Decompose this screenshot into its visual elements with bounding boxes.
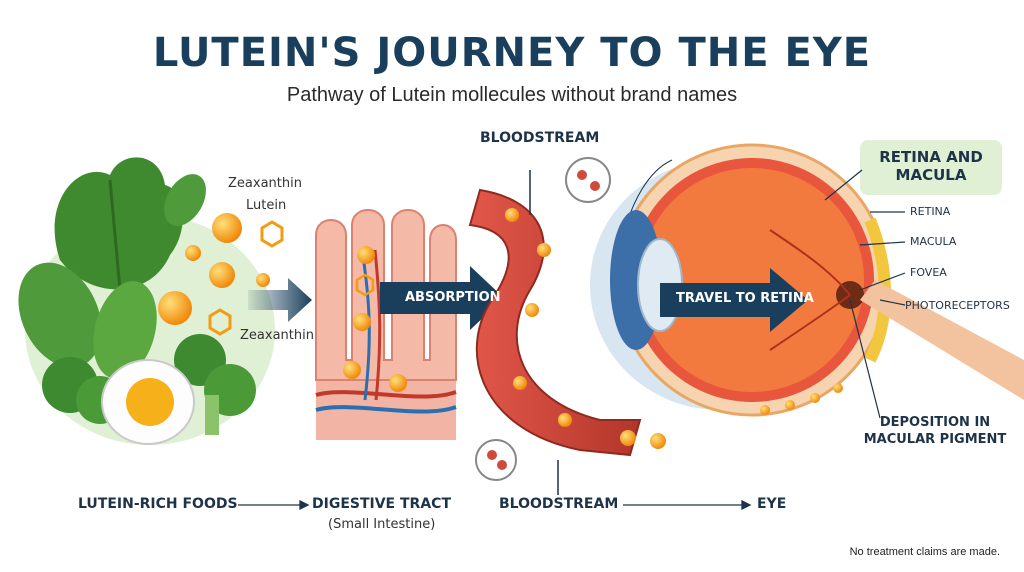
spinach-icon bbox=[18, 174, 206, 379]
flow-arrows bbox=[238, 499, 752, 511]
lutein-rich-foods-illustration bbox=[18, 157, 275, 445]
lutein-molecules bbox=[158, 213, 284, 336]
kale-icon bbox=[54, 157, 183, 291]
retina-macula-box bbox=[860, 140, 1002, 195]
bloodstream-top-label: BLOODSTREAM bbox=[480, 130, 600, 146]
zeaxanthin-label-bottom: Zeaxanthin bbox=[240, 328, 314, 343]
arrow-to-intestine bbox=[248, 278, 312, 322]
flow-foods: LUTEIN-RICH FOODS bbox=[78, 496, 238, 512]
egg-icon bbox=[101, 359, 195, 445]
disclaimer-note: No treatment claims are made. bbox=[849, 546, 1000, 558]
zeaxanthin-label-top: Zeaxanthin bbox=[228, 176, 302, 191]
absorption-arrow bbox=[380, 266, 504, 330]
page-subtitle: Pathway of Lutein mollecules without bra… bbox=[286, 84, 738, 106]
travel-to-retina-label: TRAVEL TO RETINA bbox=[676, 291, 814, 306]
blood-vessel-illustration bbox=[468, 157, 666, 495]
retina-macula-box-title: RETINA AND MACULA bbox=[879, 148, 983, 184]
deposition-label: DEPOSITION IN MACULAR PIGMENT bbox=[863, 415, 1007, 447]
flow-eye: EYE bbox=[757, 496, 787, 512]
page-title: LUTEIN'S JOURNEY TO THE EYE bbox=[152, 30, 872, 76]
intestine-villi-illustration bbox=[315, 209, 457, 440]
retina-label: RETINA bbox=[910, 205, 951, 218]
flow-bloodstream: BLOODSTREAM bbox=[499, 496, 619, 512]
flow-digestive: DIGESTIVE TRACT bbox=[312, 496, 451, 512]
eye-leader-lines bbox=[824, 169, 906, 419]
absorption-label: ABSORPTION bbox=[405, 290, 501, 305]
fovea-label: FOVEA bbox=[910, 266, 947, 279]
macula-label: MACULA bbox=[910, 235, 957, 248]
photoreceptors-label: PHOTORECEPTORS bbox=[905, 299, 1010, 312]
travel-arrow bbox=[660, 268, 808, 332]
lutein-label: Lutein bbox=[246, 198, 287, 213]
flow-digestive-sub: (Small Intestine) bbox=[328, 517, 436, 532]
